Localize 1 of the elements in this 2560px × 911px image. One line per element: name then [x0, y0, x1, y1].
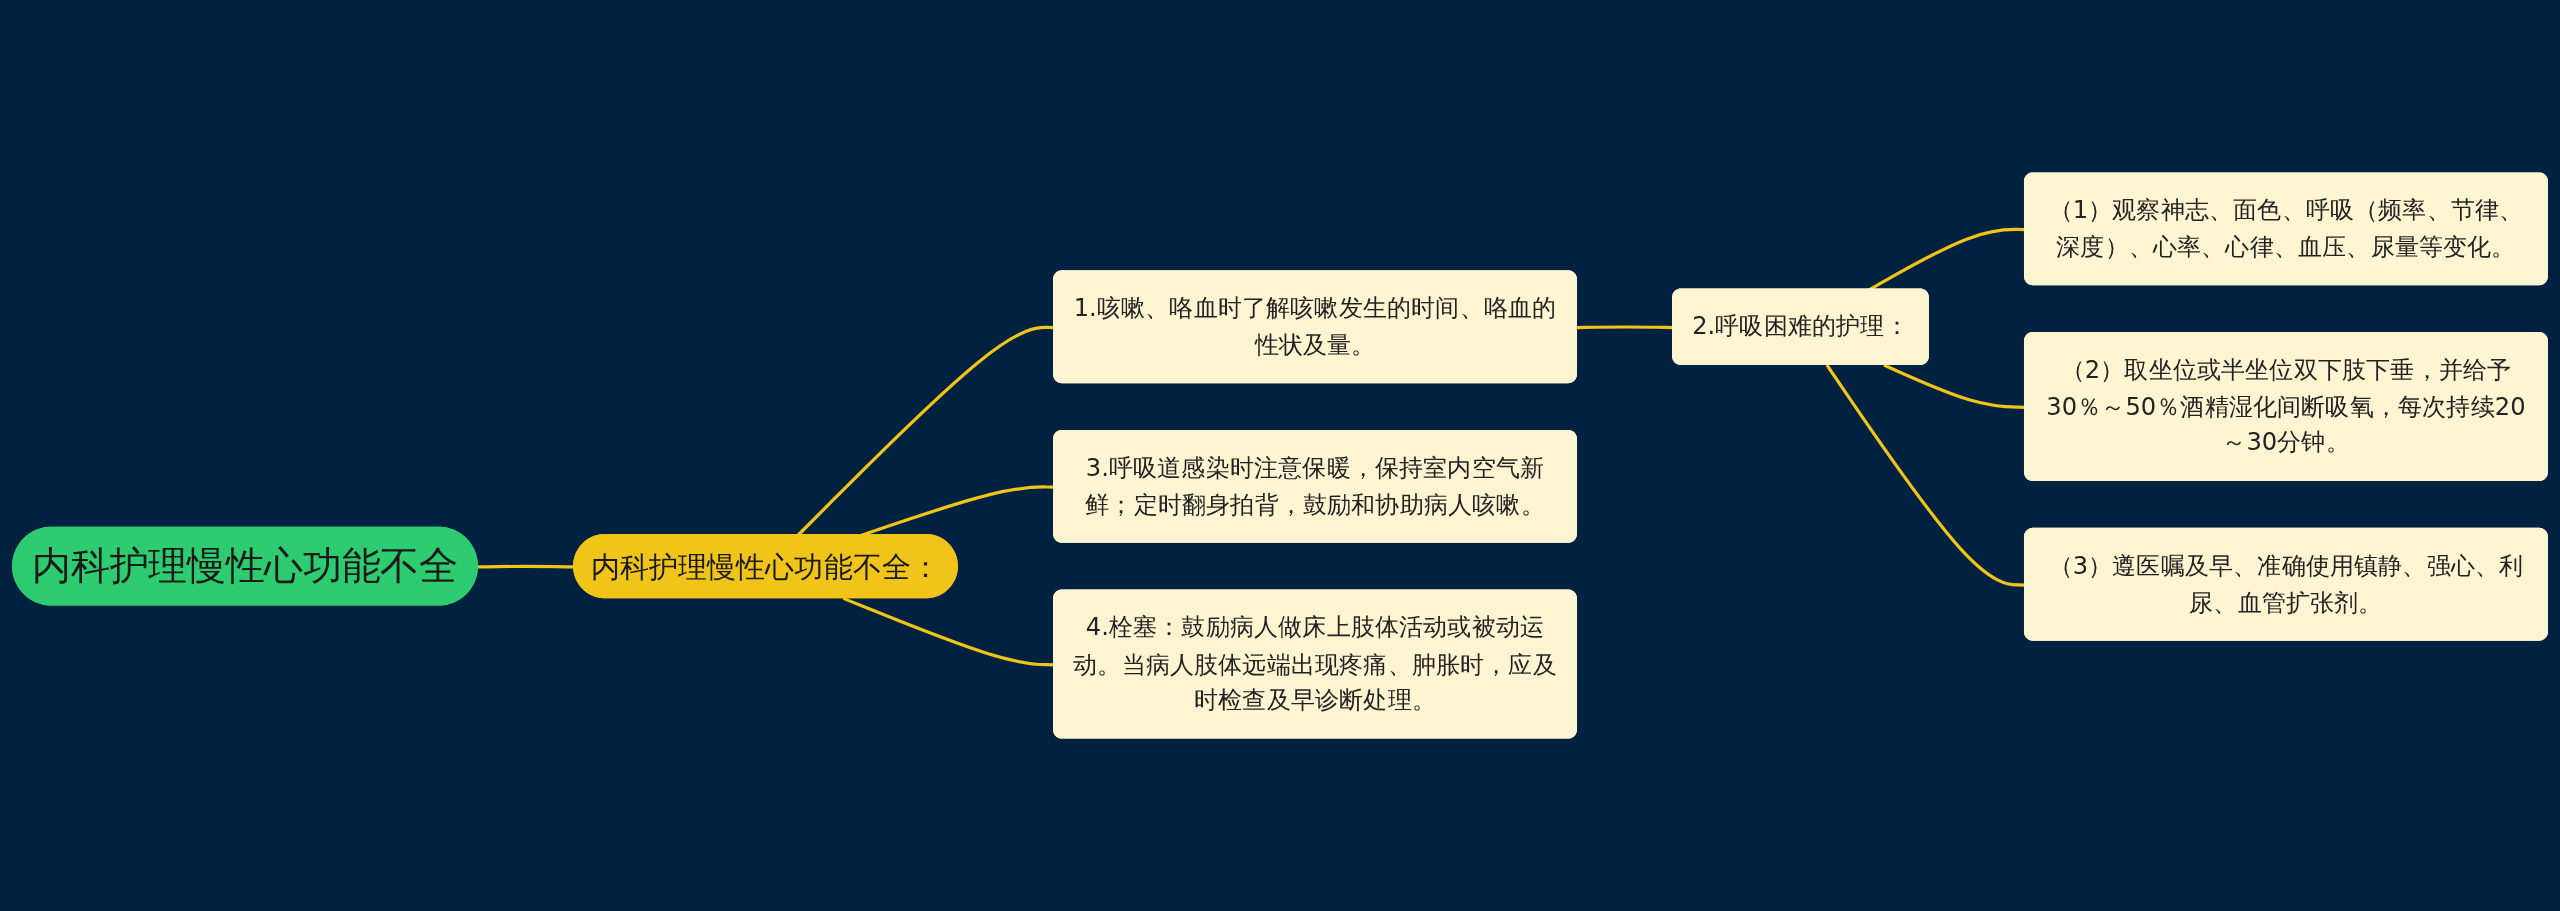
connector	[477, 564, 575, 569]
